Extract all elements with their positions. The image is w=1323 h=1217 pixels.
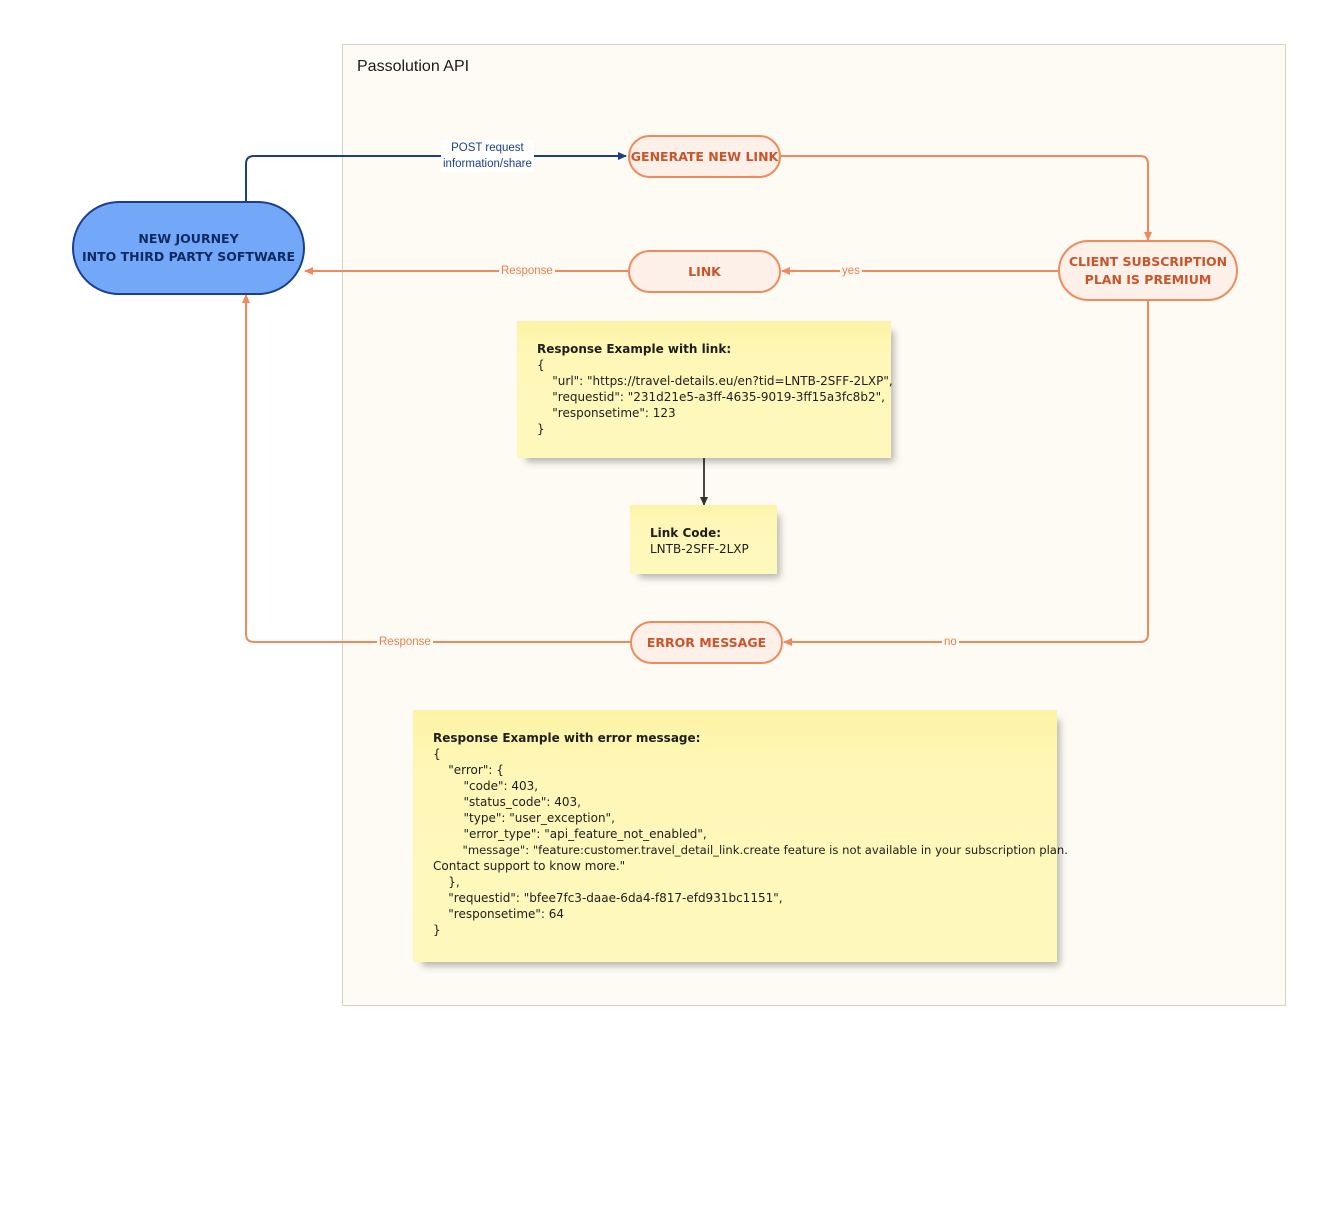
link-example-line: "requestid": "231d21e5-a3ff-4635-9019-3f… xyxy=(537,390,885,404)
link-code-title: Link Code: xyxy=(650,526,722,540)
link-example-line: "url": "https://travel-details.eu/en?tid… xyxy=(537,374,893,388)
error-example-line: "type": "user_exception", xyxy=(433,811,615,825)
response-error-label: Response xyxy=(377,635,433,649)
edge-no xyxy=(783,301,1149,646)
container-title: Passolution API xyxy=(357,58,470,75)
link-code-note[interactable]: Link Code: LNTB-2SFF-2LXP xyxy=(630,505,777,574)
journey-node[interactable]: NEW JOURNEY INTO THIRD PARTY SOFTWARE xyxy=(72,201,305,295)
link-code-value: LNTB-2SFF-2LXP xyxy=(650,542,749,556)
error-example-line: "error_type": "api_feature_not_enabled", xyxy=(433,827,707,841)
error-example-line: Contact support to know more." xyxy=(433,859,626,873)
post-request-label-line2: information/share xyxy=(443,158,532,170)
error-example-line: { xyxy=(433,747,441,761)
generate-link-node[interactable]: GENERATE NEW LINK xyxy=(628,135,781,178)
error-message-node[interactable]: ERROR MESSAGE xyxy=(630,621,783,664)
generate-link-label: GENERATE NEW LINK xyxy=(630,148,779,164)
error-example-line: "requestid": "bfee7fc3-daae-6da4-f817-ef… xyxy=(433,891,783,905)
error-message-label: ERROR MESSAGE xyxy=(646,634,767,650)
link-node[interactable]: LINK xyxy=(628,250,781,293)
link-label: LINK xyxy=(688,263,721,279)
error-example-line: }, xyxy=(433,875,460,889)
error-example-line: } xyxy=(433,923,441,937)
no-label: no xyxy=(942,635,959,649)
link-example-line: } xyxy=(537,422,545,436)
error-example-note[interactable]: Response Example with error message: { "… xyxy=(413,710,1068,962)
journey-node-line2: INTO THIRD PARTY SOFTWARE xyxy=(81,249,296,264)
link-example-note[interactable]: Response Example with link: { "url": "ht… xyxy=(517,321,893,458)
error-example-line: "error": { xyxy=(433,763,504,777)
subscription-node[interactable]: CLIENT SUBSCRIPTION PLAN IS PREMIUM xyxy=(1058,240,1238,301)
edge-generate-to-subscription xyxy=(781,155,1152,241)
error-example-line: "status_code": 403, xyxy=(433,795,581,809)
response-link-label: Response xyxy=(499,264,555,278)
error-example-line: "responsetime": 64 xyxy=(433,907,565,921)
link-example-line: { xyxy=(537,358,545,372)
error-example-line: "message": "feature:customer.travel_deta… xyxy=(433,843,1068,857)
post-request-label: POST request information/share xyxy=(441,140,534,172)
error-example-title: Response Example with error message: xyxy=(433,731,701,745)
subscription-line2: PLAN IS PREMIUM xyxy=(1084,271,1212,287)
link-example-line: "responsetime": 123 xyxy=(537,406,676,420)
post-request-label-line1: POST request xyxy=(451,142,524,154)
journey-node-line1: NEW JOURNEY xyxy=(138,231,239,246)
edge-post-request xyxy=(245,152,627,201)
error-example-line: "code": 403, xyxy=(433,779,539,793)
yes-label: yes xyxy=(840,264,862,278)
subscription-line1: CLIENT SUBSCRIPTION xyxy=(1068,253,1228,269)
link-example-title: Response Example with link: xyxy=(537,342,732,356)
edge-response-error xyxy=(242,294,630,643)
